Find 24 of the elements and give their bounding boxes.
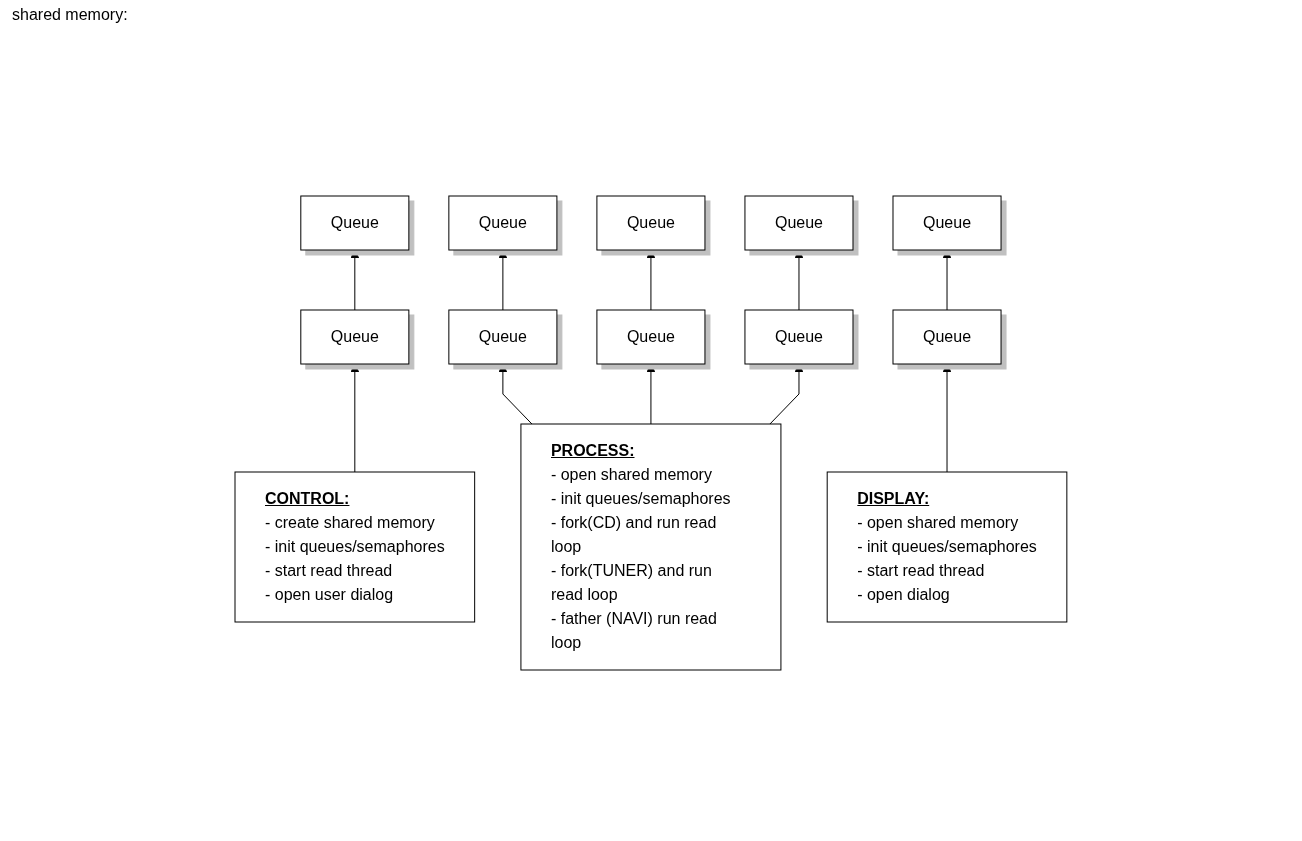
node-box: Queue	[892, 195, 1002, 250]
node-box: PROCESS: - open shared memory - init queues/semaphores - fork(CD) and run read loop - fork(TUNER) and run read loop - father (NAVI) run read loop	[520, 423, 782, 670]
node-box: Queue	[448, 309, 558, 364]
arrow	[942, 249, 952, 310]
arrow	[646, 249, 656, 310]
node-box: Queue	[596, 309, 706, 364]
node-box: Queue	[744, 195, 854, 250]
node-box: DISPLAY: - open shared memory - init queues/semaphores - start read thread - open dialog	[826, 471, 1068, 622]
arrow	[942, 363, 952, 472]
node-box: Queue	[300, 309, 410, 364]
node-box: CONTROL: - create shared memory - init queues/semaphores - start read thread - open user dialog	[234, 471, 476, 622]
node-box: Queue	[744, 309, 854, 364]
node-box: Queue	[596, 195, 706, 250]
diagram-label: shared memory:	[12, 6, 128, 24]
arrow	[769, 363, 804, 424]
arrow	[794, 249, 804, 310]
node-box: Queue	[448, 195, 558, 250]
node-box: Queue	[300, 195, 410, 250]
arrow	[646, 363, 656, 424]
arrow	[350, 249, 360, 310]
arrow	[498, 363, 533, 424]
node-box: Queue	[892, 309, 1002, 364]
arrow	[350, 363, 360, 472]
arrow	[498, 249, 508, 310]
